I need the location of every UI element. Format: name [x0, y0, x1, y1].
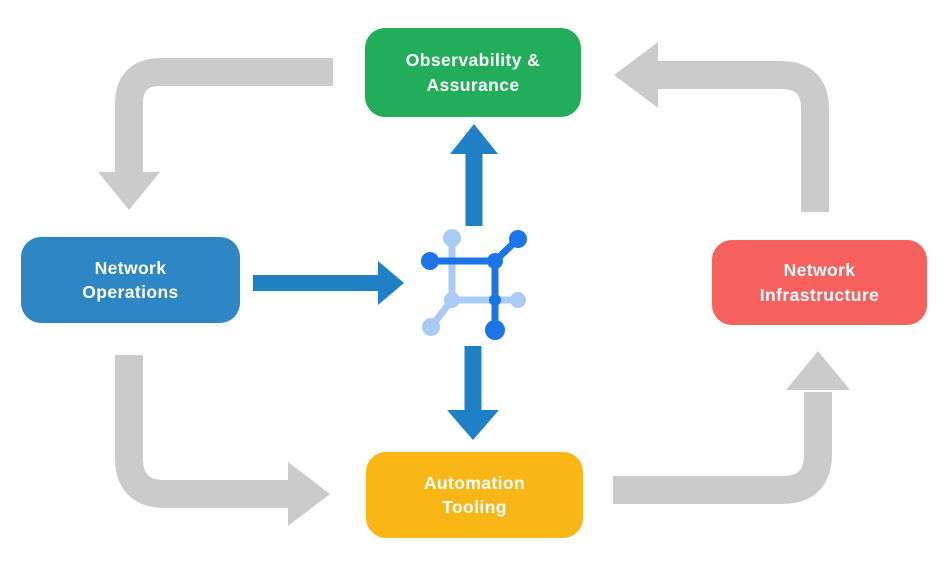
arrow-head-left-icon: [614, 42, 658, 108]
node-label: Automation Tooling: [423, 472, 526, 517]
arrow-shaft: [656, 61, 829, 212]
arrow-head-right-icon: [378, 261, 404, 305]
node-network-operations: Network Operations: [21, 237, 240, 323]
node-label: Network Infrastructure: [759, 260, 880, 305]
arrow-observability-to-operations: [98, 58, 333, 210]
network-automation-icon: [421, 229, 527, 340]
arrow-head-up-icon: [450, 124, 498, 154]
node-label: Observability & Assurance: [405, 50, 541, 95]
arrow-shaft: [115, 58, 333, 174]
arrow-shaft: [115, 355, 290, 508]
node-automation-tooling: Automation Tooling: [366, 452, 583, 538]
node-observability-assurance: Observability & Assurance: [365, 28, 581, 117]
arrow-automation-to-infrastructure: [613, 351, 850, 504]
arrow-operations-to-automation: [115, 355, 330, 526]
node-network-infrastructure: Network Infrastructure: [712, 240, 927, 325]
arrow-center-to-automation: [447, 346, 499, 440]
arrow-head-right-icon: [288, 462, 330, 526]
arrow-shaft: [613, 392, 832, 504]
arrow-center-to-observability: [450, 124, 498, 226]
arrow-infrastructure-to-observability: [614, 42, 829, 212]
icon-light-nodes: [422, 229, 526, 336]
node-label: Network Operations: [82, 257, 179, 302]
arrow-head-down-icon: [447, 410, 499, 440]
icon-dark-nodes: [421, 230, 527, 340]
arrow-head-up-icon: [786, 351, 850, 390]
arrow-head-down-icon: [98, 172, 160, 210]
arrow-operations-to-center: [253, 261, 404, 305]
